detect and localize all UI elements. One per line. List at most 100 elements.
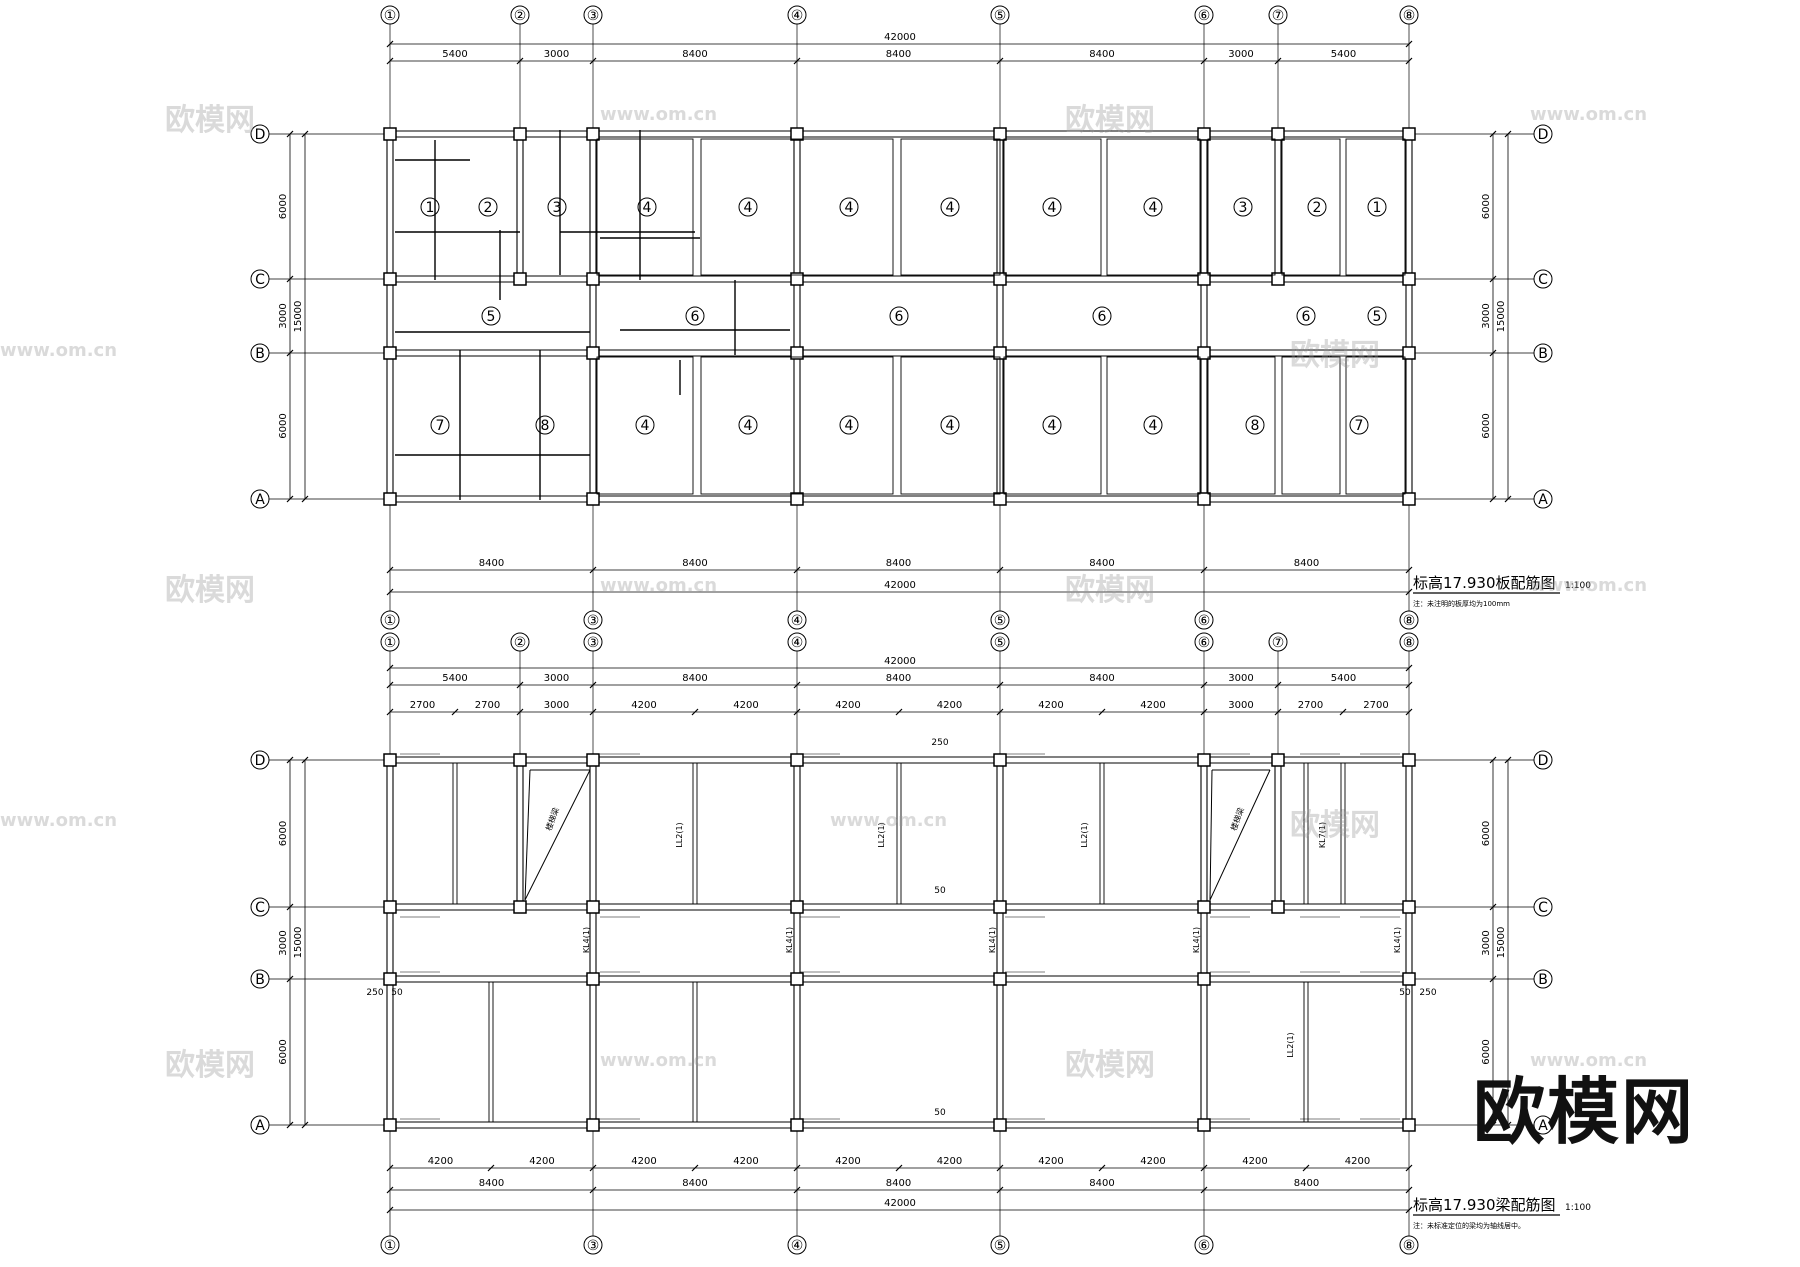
dim-text: 15000 (293, 927, 304, 959)
plan-title: 标高17.930梁配筋图 (1413, 1196, 1556, 1214)
slab-number-text: 4 (1048, 200, 1057, 216)
beam-label: KL4(1) (785, 927, 794, 953)
dim-text: 4200 (733, 700, 758, 711)
slab-number (635, 415, 655, 435)
dim-text: 3000 (544, 673, 569, 684)
slab-panel (1281, 356, 1341, 495)
slab-number (889, 306, 909, 326)
dim-tick (301, 756, 309, 764)
row-bubble-B-text: B (255, 346, 265, 362)
column (1197, 900, 1211, 914)
dim-tick (1489, 495, 1497, 503)
dim-text: 4200 (937, 700, 962, 711)
beam-label: KL4(1) (988, 927, 997, 953)
dim-tick (996, 1186, 1004, 1194)
dim-tick (1302, 1164, 1310, 1172)
slab-number (738, 415, 758, 435)
dim-total: 42000 (884, 656, 916, 667)
dim-tick (1274, 708, 1282, 716)
slab-number (839, 197, 859, 217)
dim-text: 2700 (1363, 700, 1388, 711)
column (586, 492, 600, 506)
slab-number (1307, 197, 1327, 217)
slab-number (1245, 415, 1265, 435)
offset-note: 250 (931, 738, 948, 748)
dim-tick (1405, 57, 1413, 65)
dim-tick (793, 681, 801, 689)
row-bubble-C-text: C (1538, 272, 1548, 288)
dim-text: 15000 (293, 301, 304, 333)
dim-tick (996, 1164, 1004, 1172)
dim-tick (589, 708, 597, 716)
dim-tick (1405, 40, 1413, 48)
dim-text: 2700 (1298, 700, 1323, 711)
slab-panel (596, 356, 694, 495)
grid-bubble-4-text: ④ (791, 1238, 804, 1254)
slab-number-text: 4 (845, 418, 854, 434)
row-bubble-B-text: B (1538, 972, 1548, 988)
slab-number (940, 415, 960, 435)
slab-panel (1345, 356, 1406, 495)
slab-number (1233, 197, 1253, 217)
dim-text: 3000 (1228, 49, 1253, 60)
slab-panel (900, 356, 1001, 495)
dim-tick (793, 708, 801, 716)
grid-bubble-8-text: ⑧ (1403, 1238, 1416, 1254)
slab-number-text: 4 (845, 200, 854, 216)
slab-number-text: 4 (641, 418, 650, 434)
slab-panel (596, 138, 694, 276)
slab-number-text: 2 (484, 200, 493, 216)
grid-bubble-7-text: ⑦ (1272, 8, 1285, 24)
dim-tick (1405, 708, 1413, 716)
dim-text: 8400 (682, 673, 707, 684)
column (586, 127, 600, 141)
row-bubble-D-text: D (1538, 753, 1549, 769)
row-bubble-D-text: D (255, 753, 266, 769)
grid-bubble-1-text: ① (384, 613, 397, 629)
dim-tick (386, 681, 394, 689)
dim-text: 8400 (886, 1178, 911, 1189)
slab-panel (1207, 356, 1276, 495)
column (1402, 492, 1416, 506)
plan-scale: 1:100 (1565, 1203, 1591, 1213)
stair-beam (1209, 769, 1213, 901)
column (790, 900, 804, 914)
brand-logo: 欧模网 (1472, 1070, 1695, 1154)
dim-text: 4200 (937, 1156, 962, 1167)
dim-tick (386, 57, 394, 65)
column (1402, 900, 1416, 914)
column (1197, 127, 1211, 141)
slab-number-text: 4 (946, 418, 955, 434)
dim-text: 4200 (835, 1156, 860, 1167)
dim-text: 3000 (544, 700, 569, 711)
dim-tick (1504, 130, 1512, 138)
row-bubble-D-text: D (1538, 127, 1549, 143)
grid-bubble-5-text: ⑤ (994, 8, 1007, 24)
slab-number-text: 7 (436, 418, 445, 434)
dim-text: 6000 (1481, 1039, 1492, 1064)
dim-tick (386, 588, 394, 596)
row-bubble-A-text: A (1538, 1118, 1548, 1134)
dim-text: 3000 (278, 930, 289, 955)
plan-note: 注：未注明的板厚均为100mm (1413, 599, 1510, 608)
column (586, 900, 600, 914)
row-bubble-C-text: C (255, 272, 265, 288)
dim-text: 8400 (682, 1178, 707, 1189)
dim-text: 8400 (479, 558, 504, 569)
dim-tick (1489, 903, 1497, 911)
dim-text: 8400 (886, 673, 911, 684)
column (383, 127, 397, 141)
column (993, 1118, 1007, 1132)
column (1197, 492, 1211, 506)
slab-number-text: 4 (744, 200, 753, 216)
dim-text: 4200 (1140, 1156, 1165, 1167)
beam-label: LL2(1) (1286, 1032, 1295, 1057)
grid-bubble-4-text: ④ (791, 613, 804, 629)
dim-tick (589, 1186, 597, 1194)
dim-tick (895, 708, 903, 716)
dim-total: 42000 (884, 1198, 916, 1209)
slab-panel (1345, 138, 1406, 276)
dim-tick (286, 756, 294, 764)
dim-tick (516, 681, 524, 689)
